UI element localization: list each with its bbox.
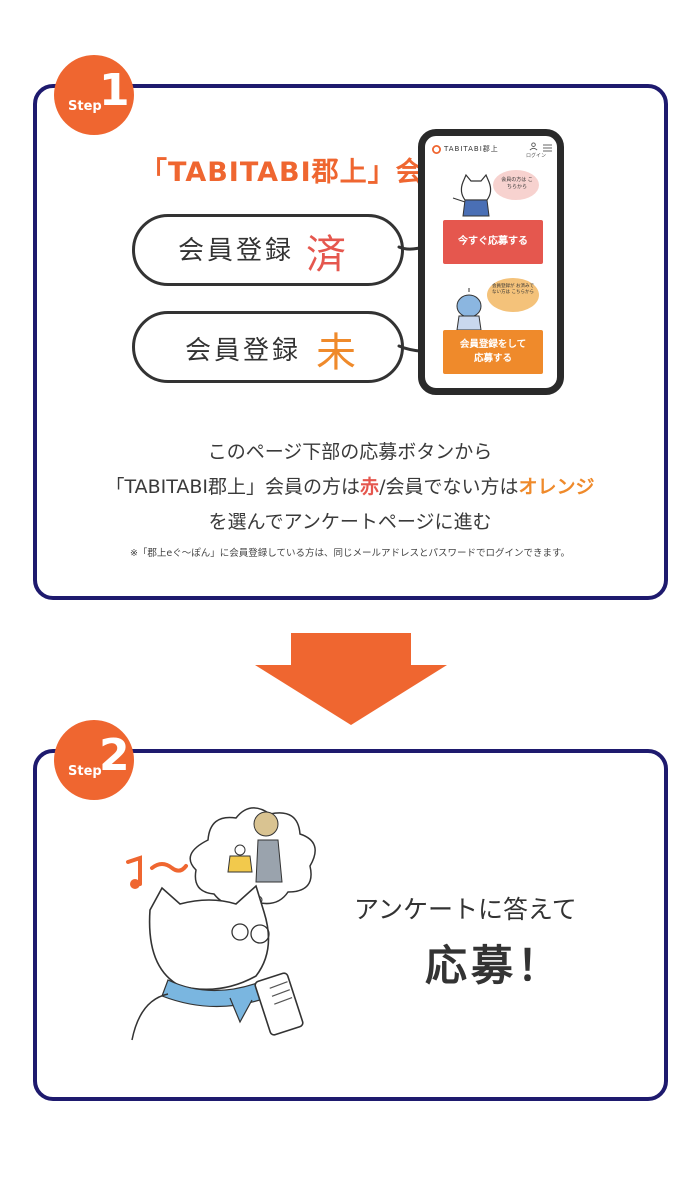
- step2-line2: 応募！: [425, 941, 564, 990]
- phone-mockup: TABITABI郡上 ログイン 会員の方は こちらから 今すぐ応募する 会員登録…: [418, 129, 564, 395]
- phone-site-name: TABITABI郡上: [444, 145, 499, 153]
- unregistered-pill: [132, 311, 404, 383]
- cat-illustration: [452, 173, 492, 217]
- speech-bubble: [493, 170, 539, 200]
- apply-now-button[interactable]: 今すぐ応募する: [443, 220, 543, 264]
- unregistered-label: 会員登録: [185, 336, 302, 366]
- mascot-illustration: [456, 288, 482, 331]
- phone-login-label[interactable]: ログイン: [526, 153, 547, 159]
- instruction-line3: を選んでアンケートページに進む: [208, 511, 492, 533]
- instruction-orange: オレンジ: [518, 476, 595, 498]
- register-button-line2: 応募する: [473, 353, 512, 364]
- menu-icon[interactable]: [543, 144, 552, 152]
- down-arrow-icon: [255, 633, 447, 725]
- step2-panel: [33, 749, 668, 1101]
- step1-badge-label: Step: [68, 99, 102, 114]
- register-and-apply-button[interactable]: 会員登録をして 応募する: [443, 330, 543, 374]
- step2-badge: Step 2: [54, 720, 134, 800]
- step1-heading: 「TABITABI郡上」会員: [140, 157, 452, 188]
- step2-badge-number: 2: [99, 730, 130, 781]
- bubble2-text: 会員登録が お済みでない方は こちらから: [492, 284, 534, 295]
- bubble1-text: 会員の方は こちらから: [501, 177, 533, 190]
- step2-line1: アンケートに答えて: [354, 895, 577, 924]
- user-icon: [529, 142, 538, 151]
- registered-label: 会員登録: [178, 236, 295, 266]
- cat-reading-phone-illustration: [126, 807, 316, 1041]
- login-note: ※「郡上eぐ〜ぽん」に会員登録している方は、同じメールアドレスとパスワードでログ…: [129, 548, 571, 559]
- register-button-line1: 会員登録をして: [459, 339, 527, 350]
- instruction-red: 赤: [360, 476, 380, 498]
- site-logo-icon: [432, 145, 441, 154]
- registered-pill: [132, 214, 404, 286]
- speech-bubble: [487, 278, 539, 312]
- step1-badge-number: 1: [99, 65, 130, 116]
- step1-badge: Step 1: [54, 55, 134, 135]
- registered-mark: 済: [306, 232, 346, 278]
- instruction-line1: このページ下部の応募ボタンから: [207, 441, 493, 463]
- unregistered-mark: 未: [316, 330, 356, 376]
- instruction-line2-a: 「TABITABI郡上」会員の方は: [105, 476, 361, 498]
- instruction-line2: 「TABITABI郡上」会員の方は赤/会員でない方はオレンジ: [0, 472, 700, 499]
- instruction-line2-b: /会員でない方は: [379, 476, 519, 498]
- step2-badge-label: Step: [68, 764, 102, 779]
